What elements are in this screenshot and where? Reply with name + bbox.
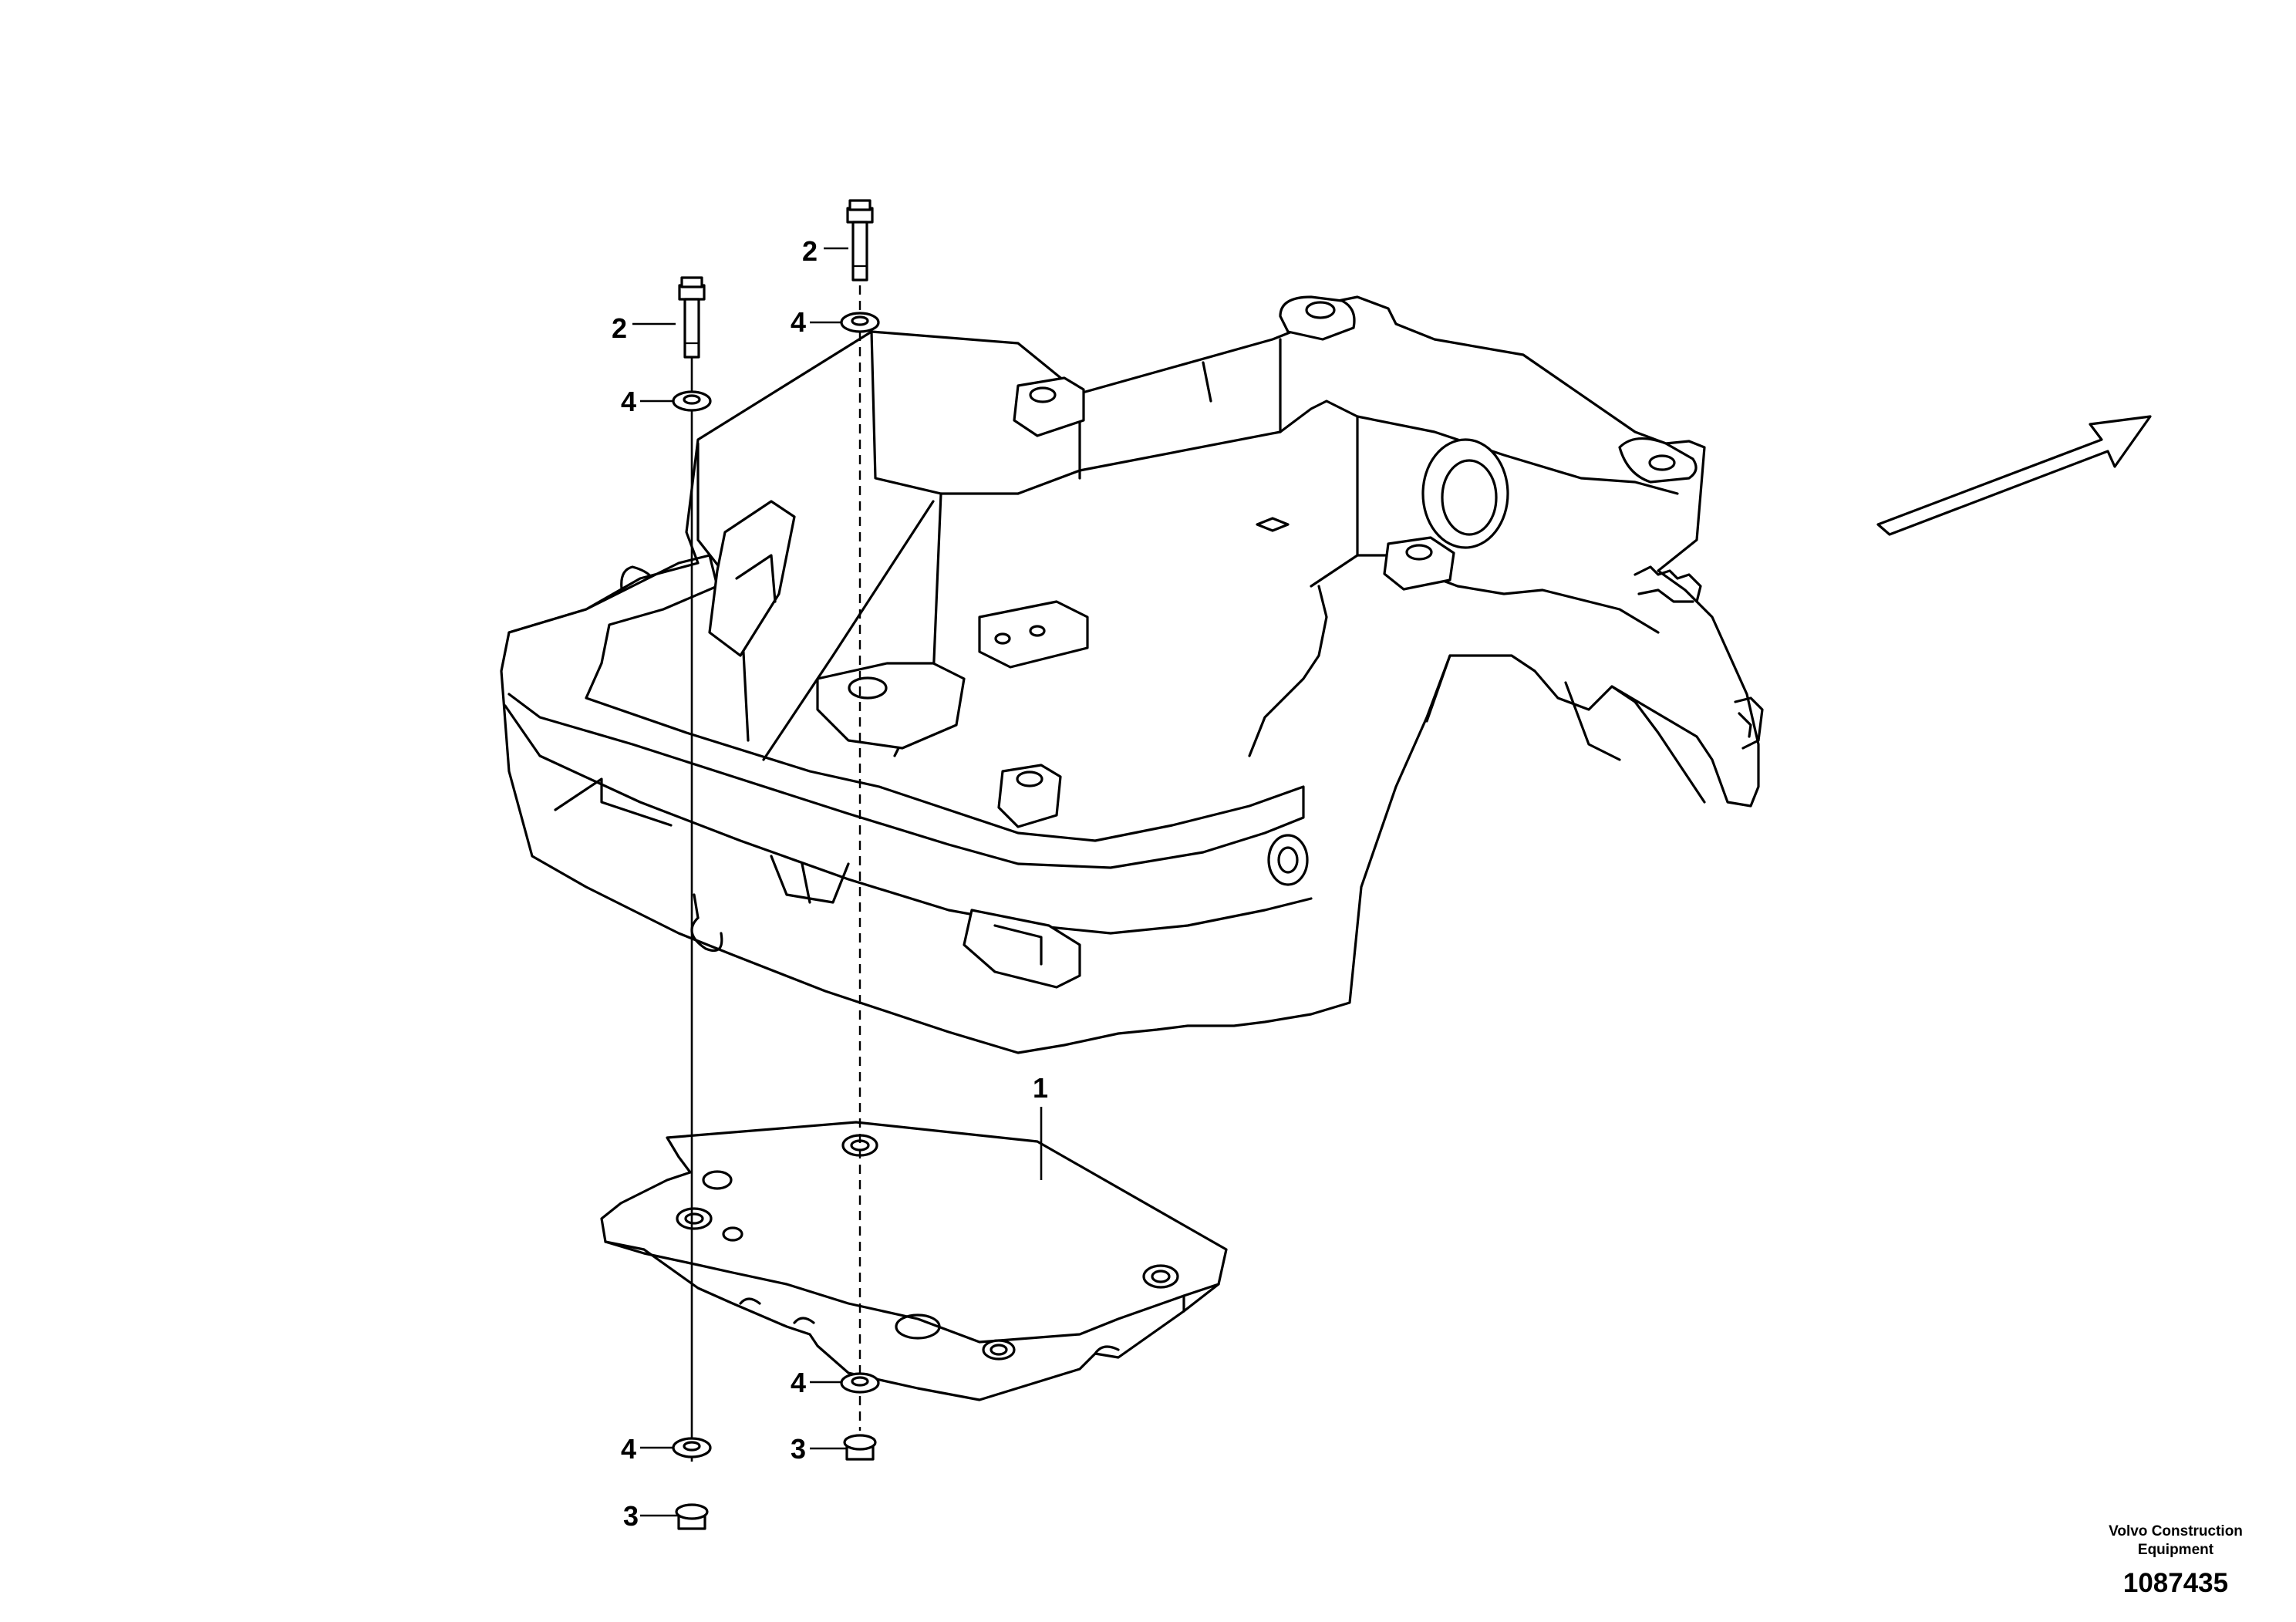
callout-washer-top-left: 4 [621,386,636,417]
bolt-left-part [678,276,706,359]
callout-nut-left: 3 [623,1500,639,1532]
callout-plate: 1 [1033,1072,1048,1104]
company-name-line1: Volvo Construction [2109,1523,2243,1539]
company-name-line2: Equipment [2138,1542,2214,1558]
assembly-centerlines [690,270,861,1462]
upper-frame [500,295,1764,1054]
drawing-number: 1087435 [2123,1568,2228,1598]
callout-washer-top-right: 4 [791,306,806,338]
bottom-plate [600,1121,1228,1401]
direction-arrow-icon [1876,415,2152,536]
bolt-right-part [846,199,874,282]
callout-bolt-left: 2 [612,312,627,344]
callout-bolt-right: 2 [802,235,818,267]
callout-washer-bottom-right: 4 [791,1367,806,1398]
callout-leaders [632,247,1043,1517]
callout-nut-right: 3 [791,1433,806,1465]
callout-washer-bottom-left: 4 [621,1433,636,1465]
nut-parts [675,1434,877,1530]
